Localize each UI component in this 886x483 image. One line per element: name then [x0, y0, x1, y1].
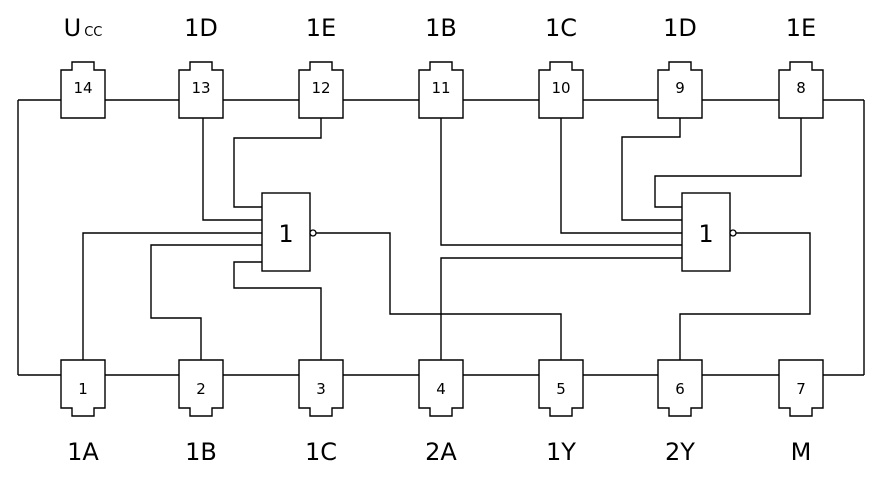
top-pin-8: 8 1E — [778, 14, 824, 119]
bottom-pin-6: 6 2Y — [657, 359, 703, 466]
pin-label: 2A — [425, 438, 457, 466]
pin-label: 1D — [184, 14, 218, 42]
pin-number: 7 — [796, 380, 806, 398]
pin-label: 1C — [545, 14, 577, 42]
pin-label: 1A — [67, 438, 99, 466]
pin-label: 1E — [786, 14, 816, 42]
wire-pin4-gate2 — [440, 257, 682, 360]
pin-body — [60, 359, 106, 417]
bottom-pin-7: 7M — [778, 359, 824, 466]
wire-pin8-gate2 — [654, 118, 802, 208]
wire-pin1-gate1 — [82, 232, 262, 360]
wire-pin2-gate1 — [150, 244, 262, 360]
pin-body — [298, 61, 344, 119]
pin-body — [778, 61, 824, 119]
top-pin-13: 13 1D — [178, 14, 224, 119]
pin-label-main: 1E — [786, 14, 816, 42]
wire-pin9-gate2 — [621, 118, 682, 221]
pin-label-main: 1D — [184, 14, 218, 42]
gate-1-inverter-bubble — [309, 229, 317, 237]
pin-number: 3 — [316, 380, 326, 398]
pin-label-main: 1D — [663, 14, 697, 42]
pin-label-main: 1E — [306, 14, 336, 42]
pin-number: 1 — [78, 380, 88, 398]
wire-pin3-gate1 — [233, 261, 322, 360]
pin-label: 2Y — [665, 438, 695, 466]
wire-gate2-pin6 — [679, 232, 811, 360]
wire-pin13-gate1 — [202, 118, 262, 221]
pin-body — [538, 359, 584, 417]
pin-body — [657, 359, 703, 417]
pin-number: 2 — [196, 380, 206, 398]
pin-label-main: 1C — [545, 14, 577, 42]
pin-label: 1D — [663, 14, 697, 42]
wire-pin12-gate1 — [233, 118, 322, 208]
top-pin-11: 11 1B — [418, 14, 464, 119]
wire-pin11-gate2 — [440, 118, 682, 246]
gate-1-symbol: 1 — [278, 220, 293, 248]
gate-1-body — [261, 192, 311, 272]
pin-body — [418, 61, 464, 119]
pin-label: 1B — [425, 14, 457, 42]
pin-number: 9 — [675, 79, 685, 97]
pin-number: 14 — [73, 79, 92, 97]
pin-label-subscript: CC — [84, 25, 102, 40]
gate-1: 1 — [261, 192, 317, 272]
pin-number: 6 — [675, 380, 685, 398]
pin-body — [178, 61, 224, 119]
gate-2: 1 — [681, 192, 737, 272]
bottom-pin-1: 1 1A — [60, 359, 106, 466]
gate-2-inverter-bubble — [729, 229, 737, 237]
pin-number: 10 — [551, 79, 570, 97]
bottom-pin-5: 5 1Y — [538, 359, 584, 466]
pin-body — [178, 359, 224, 417]
pin-number: 4 — [436, 380, 446, 398]
bottom-pin-3: 3 1C — [298, 359, 344, 466]
top-pin-12: 12 1E — [298, 14, 344, 119]
pin-body — [538, 61, 584, 119]
gate-2-body — [681, 192, 731, 272]
pin-label: 1Y — [546, 438, 576, 466]
wire-pin10-gate2 — [560, 118, 682, 234]
pin-label: M — [791, 438, 812, 466]
pin-body — [657, 61, 703, 119]
pin-body — [60, 61, 106, 119]
gate-2-symbol: 1 — [698, 220, 713, 248]
bottom-pin-4: 4 2A — [418, 359, 464, 466]
bottom-pin-2: 2 1B — [178, 359, 224, 466]
pin-label-main: 1B — [425, 14, 457, 42]
top-pin-10: 10 1C — [538, 14, 584, 119]
wire-gate1-pin5 — [316, 232, 562, 360]
pin-label: 1E — [306, 14, 336, 42]
pin-body — [298, 359, 344, 417]
pin-number: 11 — [431, 79, 450, 97]
top-pin-9: 9 1D — [657, 14, 703, 119]
pin-body — [418, 359, 464, 417]
pin-number: 8 — [796, 79, 806, 97]
pin-label-main: U — [64, 14, 82, 42]
pin-number: 12 — [311, 79, 330, 97]
pin-label: 1C — [305, 438, 337, 466]
wiring — [17, 99, 865, 376]
pin-number: 5 — [556, 380, 566, 398]
pin-label: 1B — [185, 438, 217, 466]
pin-number: 13 — [191, 79, 210, 97]
pin-body — [778, 359, 824, 417]
